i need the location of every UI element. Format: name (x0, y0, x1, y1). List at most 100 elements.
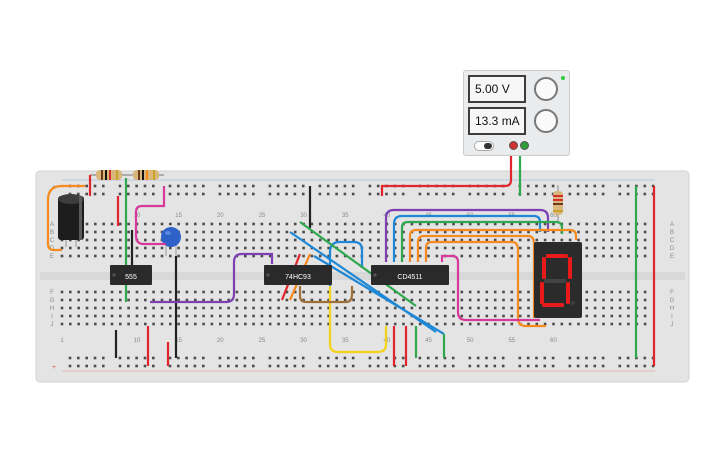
hole[interactable] (377, 314, 380, 318)
hole[interactable] (152, 254, 155, 258)
hole[interactable] (68, 364, 72, 368)
hole[interactable] (627, 314, 630, 318)
hole[interactable] (485, 290, 489, 294)
hole[interactable] (543, 322, 547, 326)
wire-green-diag[interactable] (299, 221, 417, 307)
hole[interactable] (568, 238, 572, 242)
hole[interactable] (577, 230, 580, 234)
hole[interactable] (60, 322, 64, 326)
hole[interactable] (285, 356, 288, 360)
hole[interactable] (235, 222, 239, 226)
hole[interactable] (343, 290, 347, 294)
hole[interactable] (252, 314, 255, 318)
hole[interactable] (401, 364, 405, 368)
hole[interactable] (93, 364, 97, 368)
hole[interactable] (368, 290, 372, 294)
hole[interactable] (227, 290, 230, 294)
hole[interactable] (477, 254, 480, 258)
hole[interactable] (476, 364, 480, 368)
hole[interactable] (602, 290, 605, 294)
hole[interactable] (227, 222, 230, 226)
hole[interactable] (618, 246, 622, 250)
hole[interactable] (593, 222, 597, 226)
hole[interactable] (393, 322, 397, 326)
hole[interactable] (585, 364, 588, 368)
hole[interactable] (485, 222, 489, 226)
hole[interactable] (102, 230, 105, 234)
hole[interactable] (218, 364, 222, 368)
hole[interactable] (135, 290, 139, 294)
hole[interactable] (60, 314, 64, 318)
hole[interactable] (119, 298, 122, 302)
hole[interactable] (551, 364, 555, 368)
hole[interactable] (185, 356, 188, 360)
hole[interactable] (285, 192, 288, 196)
hole[interactable] (435, 314, 439, 318)
hole[interactable] (385, 290, 389, 294)
hole[interactable] (318, 238, 322, 242)
hole[interactable] (94, 298, 97, 302)
hole[interactable] (110, 306, 114, 310)
hole[interactable] (302, 290, 305, 294)
hole[interactable] (102, 290, 105, 294)
hole[interactable] (102, 246, 105, 250)
hole[interactable] (260, 254, 264, 258)
hole[interactable] (443, 222, 447, 226)
hole[interactable] (318, 290, 322, 294)
voltage-knob[interactable] (534, 77, 558, 101)
hole[interactable] (202, 184, 205, 188)
hole[interactable] (160, 322, 164, 326)
hole[interactable] (410, 222, 414, 226)
hole[interactable] (485, 230, 489, 234)
hole[interactable] (435, 222, 439, 226)
hole[interactable] (268, 298, 272, 302)
hole[interactable] (194, 222, 197, 226)
hole[interactable] (393, 306, 397, 310)
hole[interactable] (443, 364, 447, 368)
hole[interactable] (393, 246, 397, 250)
hole[interactable] (244, 290, 247, 294)
hole[interactable] (285, 184, 288, 188)
wire-purple-555-out[interactable] (150, 252, 274, 304)
hole[interactable] (535, 222, 539, 226)
hole[interactable] (452, 222, 455, 226)
hole[interactable] (327, 222, 330, 226)
hole[interactable] (227, 306, 230, 310)
hole[interactable] (252, 298, 255, 302)
hole[interactable] (268, 356, 272, 360)
hole[interactable] (435, 246, 439, 250)
hole[interactable] (335, 290, 339, 294)
hole[interactable] (635, 364, 638, 368)
hole[interactable] (393, 298, 397, 302)
hole[interactable] (460, 322, 464, 326)
hole[interactable] (144, 230, 147, 234)
hole[interactable] (318, 192, 322, 196)
hole[interactable] (543, 356, 547, 360)
hole[interactable] (144, 306, 147, 310)
hole[interactable] (410, 322, 414, 326)
hole[interactable] (468, 192, 472, 196)
resistor-1[interactable] (96, 170, 122, 180)
hole[interactable] (376, 364, 380, 368)
hole[interactable] (368, 192, 372, 196)
hole[interactable] (185, 184, 188, 188)
hole[interactable] (352, 222, 355, 226)
hole[interactable] (402, 306, 405, 310)
hole[interactable] (143, 184, 147, 188)
hole[interactable] (94, 238, 97, 242)
hole[interactable] (493, 364, 497, 368)
hole[interactable] (285, 306, 289, 310)
hole[interactable] (376, 356, 380, 360)
hole[interactable] (585, 356, 588, 360)
hole[interactable] (177, 314, 180, 318)
hole[interactable] (268, 254, 272, 258)
hole[interactable] (410, 246, 414, 250)
hole[interactable] (160, 254, 164, 258)
hole[interactable] (185, 246, 189, 250)
hole[interactable] (452, 306, 455, 310)
hole[interactable] (360, 222, 364, 226)
hole[interactable] (318, 230, 322, 234)
hole[interactable] (227, 192, 230, 196)
hole[interactable] (535, 364, 538, 368)
hole[interactable] (127, 322, 130, 326)
